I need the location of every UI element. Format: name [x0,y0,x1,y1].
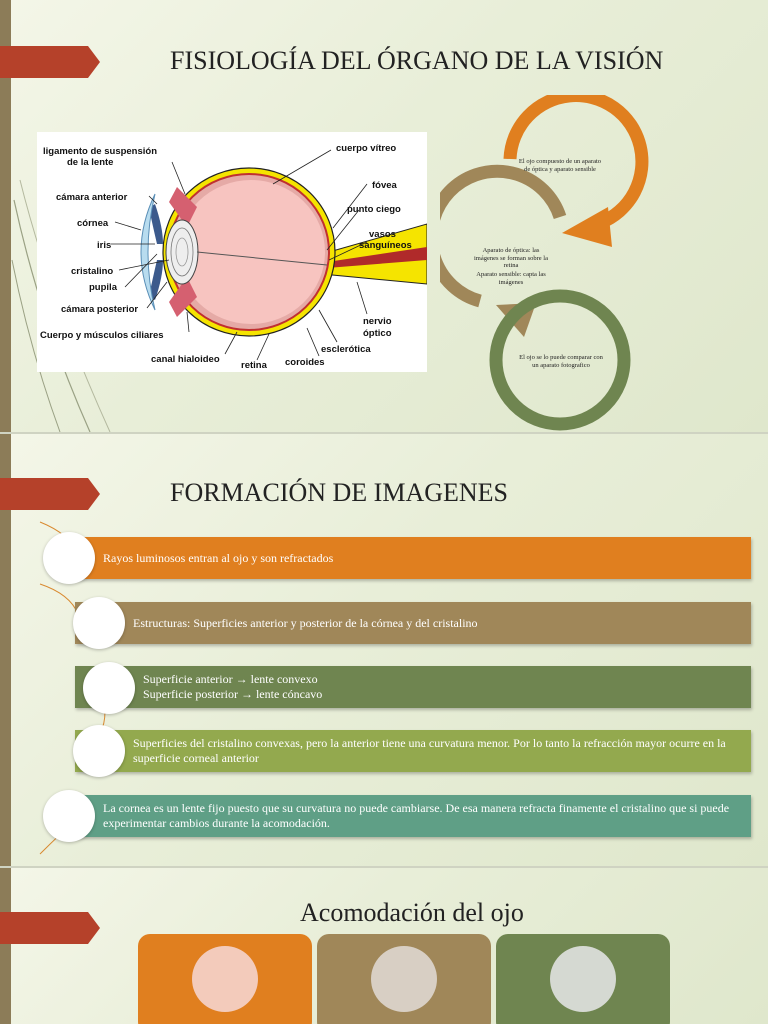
side-bar [0,868,11,1024]
cycle-text-3: El ojo se lo puede comparar con un apara… [519,354,603,369]
cycle-text-2: Aparato de óptica: las imágenes se forma… [473,247,548,269]
label-camara-anterior: cámara anterior [56,192,128,203]
bullet-circle-2 [73,597,125,649]
title-arrow-tab [0,46,100,78]
bullet-circle-5 [43,790,95,842]
label-cornea: córnea [77,218,109,229]
cycle-text-2b: Aparato sensible: capta las imágenes [476,271,546,286]
list-item-text: Superficie anterior → lente convexo [143,672,318,686]
card-circle [192,946,258,1012]
label-vasos: vasos [369,229,396,240]
label-ligamento-2: de la lente [67,157,114,168]
card-circle [371,946,437,1012]
label-ligamento: ligamento de suspensión [43,146,158,157]
title-arrow-tab [0,478,100,510]
card-3 [496,934,670,1024]
slide-title: Acomodación del ojo [300,898,524,927]
list-item-text: Rayos luminosos entran al ojo y son refr… [103,550,334,565]
list-item-5: La cornea es un lente fijo puesto que su… [75,795,751,837]
list-item-text: Superficies del cristalino convexas, per… [133,736,726,765]
slide-title: FORMACIÓN DE IMAGENES [170,478,509,507]
label-fovea: fóvea [372,180,397,191]
side-bar [0,434,11,866]
cycle-text-1: El ojo compuesto de un aparato de óptica… [518,158,602,173]
label-pupila: pupila [89,282,117,293]
label-punto-ciego: punto ciego [347,204,401,215]
list-item-3: Superficie anterior → lente convexo Supe… [75,666,751,708]
label-retina: retina [241,360,267,371]
bullet-circle-1 [43,532,95,584]
cycle-ring-green [489,289,631,431]
list-item-1: Rayos luminosos entran al ojo y son refr… [75,537,751,579]
label-sanguineos: sanguíneos [359,240,412,251]
slide-fisiologia: FISIOLOGÍA DEL ÓRGANO DE LA VISIÓN [0,0,768,432]
card-1 [138,934,312,1024]
eye-illustration [111,149,428,361]
label-cuerpo-vitreo: cuerpo vítreo [336,143,397,154]
label-cuerpo-musculos: Cuerpo y músculos ciliares [40,330,164,341]
label-optico: óptico [363,328,392,339]
list-item-2: Estructuras: Superficies anterior y post… [75,602,751,644]
label-cristalino: cristalino [71,266,114,277]
slide-formacion: FORMACIÓN DE IMAGENES Rayos luminosos en… [0,434,768,866]
list-item-text: Estructuras: Superficies anterior y post… [133,615,478,630]
bullet-circle-3 [83,662,135,714]
list-item-text: Superficie posterior → lente cóncavo [143,687,323,701]
card-2 [317,934,491,1024]
slide-title: FISIOLOGÍA DEL ÓRGANO DE LA VISIÓN [170,46,664,75]
bullet-circle-4 [73,725,125,777]
cycle-arrowhead-orange [562,207,612,247]
side-bar [0,0,11,432]
label-nervio: nervio [363,316,392,327]
label-camara-posterior: cámara posterior [61,304,139,315]
list-item-4: Superficies del cristalino convexas, per… [75,730,751,772]
card-circle [550,946,616,1012]
label-esclerotica: esclerótica [321,344,371,355]
list-item-text: La cornea es un lente fijo puesto que su… [103,801,730,830]
eye-anatomy-diagram: ligamento de suspensión de la lente cáma… [37,132,428,372]
label-canal-hialoideo: canal hialoideo [151,354,220,365]
cycle-ring-tan [440,164,567,308]
cycle-diagram [440,95,649,431]
cycle-ring-orange [503,95,649,230]
title-arrow-tab [0,912,100,944]
label-iris: iris [97,240,112,251]
label-coroides: coroides [285,357,325,368]
